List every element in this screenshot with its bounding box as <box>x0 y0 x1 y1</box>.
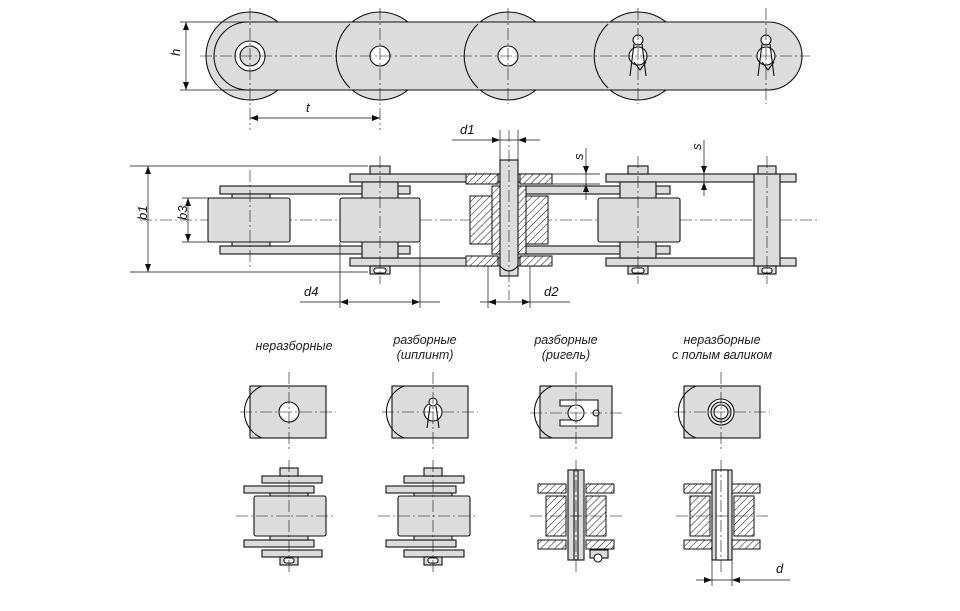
variant-2-side <box>382 372 478 452</box>
roller <box>597 197 681 243</box>
variant-caption: неразборные <box>683 333 760 347</box>
variant-side-views <box>240 372 770 452</box>
roller <box>207 197 291 243</box>
dim-d1-label: d1 <box>460 122 474 137</box>
variant-caption: разборные <box>533 333 597 347</box>
dim-t-label: t <box>306 100 311 115</box>
chain-plan-view: b1 b3 d1 s s d4 d2 <box>130 122 820 308</box>
dim-b3-label: b3 <box>175 205 190 220</box>
outer-plate <box>605 257 797 267</box>
variant-plan-views: d <box>236 460 790 586</box>
variant-3-side <box>530 372 622 452</box>
variant-1-plan <box>236 460 336 572</box>
variant-caption: разборные <box>392 333 456 347</box>
chain-side-view: h t <box>168 8 810 130</box>
dim-s-left-label: s <box>571 153 586 160</box>
variant-caption: с полым валиком <box>672 348 772 362</box>
variant-4-plan: d <box>676 460 790 586</box>
roller-arc <box>593 23 609 89</box>
variant-1-side <box>240 372 336 452</box>
dim-d-label: d <box>776 561 784 576</box>
dim-s-right-label: s <box>689 143 704 150</box>
inner-plate <box>219 245 411 255</box>
cotter-pin-icon <box>629 34 647 77</box>
dim-b1-label: b1 <box>135 206 150 220</box>
variant-caption: (ригель) <box>542 348 590 362</box>
variant-captions: неразборные разборные (шплинт) разборные… <box>255 333 772 362</box>
variant-2-plan <box>378 460 478 572</box>
inner-plate <box>219 185 411 195</box>
dim-d2-label: d2 <box>544 284 559 299</box>
variant-caption: (шплинт) <box>397 348 454 362</box>
variant-3-plan <box>530 460 622 572</box>
dim-d4-label: d4 <box>304 284 318 299</box>
dim-h-label: h <box>168 49 183 56</box>
variant-caption: неразборные <box>255 339 332 353</box>
variant-4-side <box>674 372 770 452</box>
